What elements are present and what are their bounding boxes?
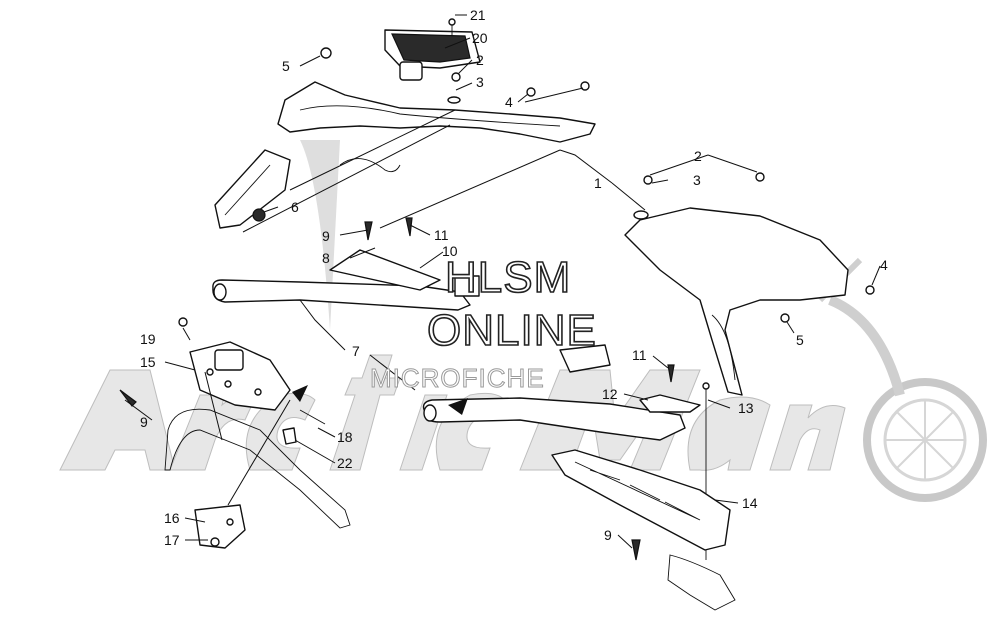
footrest-plate-part-14	[551, 449, 736, 611]
callout-1: 1	[594, 175, 602, 191]
callout-22: 22	[337, 455, 353, 471]
dash-panel-upper-part-1	[277, 47, 596, 143]
callout-20: 20	[472, 30, 488, 46]
side-rail-part-7	[212, 249, 480, 311]
console-cup-part-20	[384, 18, 481, 81]
callout-7: 7	[352, 343, 360, 359]
callout-4-right: 4	[880, 257, 888, 273]
callout-18: 18	[337, 429, 353, 445]
callout-5: 5	[282, 58, 290, 74]
callout-3-right: 3	[693, 172, 701, 188]
callout-2-right: 2	[694, 148, 702, 164]
callout-14: 14	[742, 495, 758, 511]
callout-labels: 21 20 5 2 3 4 2 1 3 6 9 11 10 8 4 5 7 19…	[140, 7, 888, 548]
watermark-line-2: ONLINE	[427, 306, 597, 355]
callout-9-left: 9	[140, 414, 148, 430]
leader-lines	[124, 14, 881, 549]
mount-bracket-part-15	[178, 317, 326, 445]
callout-6: 6	[291, 199, 299, 215]
watermark-line-1: HLSM	[445, 253, 571, 302]
callout-3: 3	[476, 74, 484, 90]
callout-13: 13	[738, 400, 754, 416]
watermark-line-3: MICROFICHE	[370, 363, 545, 393]
callout-17: 17	[164, 532, 180, 548]
callout-19: 19	[140, 331, 156, 347]
lower-rail-part-7	[422, 344, 710, 560]
site-watermark: HLSM ONLINE MICROFICHE	[370, 252, 597, 393]
callout-9: 9	[322, 228, 330, 244]
callout-16: 16	[164, 510, 180, 526]
arrow-marker-left	[292, 385, 308, 402]
left-bracket-part-6	[214, 149, 401, 229]
fasteners	[119, 217, 675, 561]
dash-panel-right-part-1	[624, 172, 875, 396]
callout-4: 4	[505, 94, 513, 110]
callout-10: 10	[442, 243, 458, 259]
callout-9-bottom: 9	[604, 527, 612, 543]
callout-2: 2	[476, 52, 484, 68]
callout-21: 21	[470, 7, 486, 23]
callout-11: 11	[434, 227, 449, 243]
frame-tube-outline	[164, 408, 351, 549]
arrow-marker-right	[448, 398, 468, 415]
callout-8: 8	[322, 250, 330, 266]
callout-15: 15	[140, 354, 156, 370]
callout-5-right: 5	[796, 332, 804, 348]
callout-11-right: 11	[632, 347, 647, 363]
callout-12: 12	[602, 386, 618, 402]
